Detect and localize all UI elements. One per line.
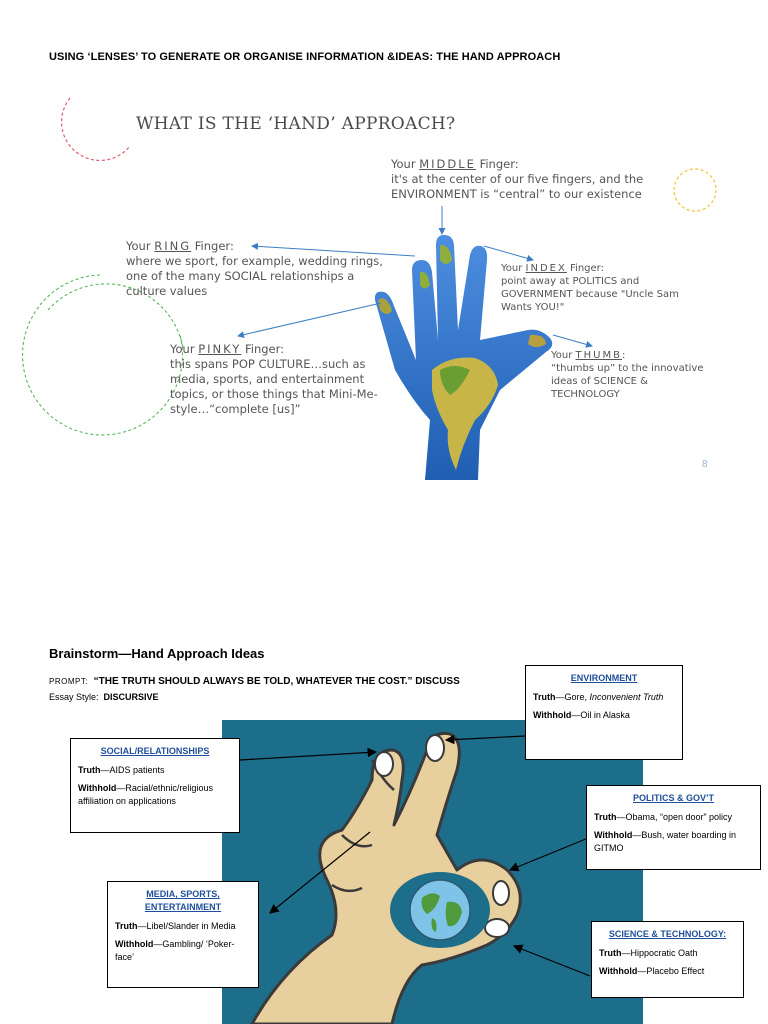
slide-arrows bbox=[237, 206, 593, 348]
index-finger-text: Your INDEX Finger: point away at POLITIC… bbox=[501, 263, 679, 313]
media-sports-entertainment-box: MEDIA, SPORTS, ENTERTAINMENT Truth—Libel… bbox=[107, 881, 259, 988]
continent-fingertip-1 bbox=[420, 271, 430, 289]
globe-land-1 bbox=[421, 893, 440, 914]
arrow-politics bbox=[508, 833, 599, 872]
middle-finger-text: Your MIDDLE Finger: it's at the center o… bbox=[391, 157, 644, 201]
finger-crease-1 bbox=[370, 759, 395, 791]
arrow-ring bbox=[251, 242, 416, 257]
continent-thumb bbox=[528, 334, 546, 347]
essay-style-line: Essay Style: DISCURSIVE bbox=[49, 692, 159, 702]
fingernail-index bbox=[374, 751, 394, 777]
globe-land-2 bbox=[445, 901, 462, 927]
environment-box: ENVIRONMENT Truth—Gore, Inconvenient Tru… bbox=[525, 665, 683, 760]
arrow-social bbox=[239, 747, 378, 761]
red-dashed-arc bbox=[60, 97, 131, 162]
fingernail-middle bbox=[425, 734, 445, 762]
arrow-environment bbox=[444, 734, 526, 745]
continent-green bbox=[440, 366, 470, 395]
globe-hand-image bbox=[374, 235, 553, 480]
page-header: USING ‘LENSES’ TO GENERATE OR ORGANISE I… bbox=[49, 51, 561, 63]
green-dashed-arc-2 bbox=[47, 283, 184, 349]
continent-fingertip-3 bbox=[378, 298, 392, 314]
slide-page-number: 8 bbox=[702, 459, 708, 470]
finger-crease-2 bbox=[341, 834, 373, 848]
arrow-media bbox=[269, 831, 371, 914]
hand-silhouette bbox=[374, 235, 553, 480]
arrow-science bbox=[512, 944, 591, 977]
fingernail-thumb-2 bbox=[484, 918, 510, 938]
fingernail-thumb-1 bbox=[492, 880, 510, 906]
arrow-index bbox=[483, 245, 534, 262]
brainstorm-title: Brainstorm—Hand Approach Ideas bbox=[49, 646, 265, 661]
slide-area bbox=[0, 80, 768, 480]
decorative-circles bbox=[22, 97, 717, 436]
science-technology-box: SCIENCE & TECHNOLOGY: Truth—Hippocratic … bbox=[591, 921, 744, 998]
pinky-finger-text: Your PINKY Finger: this spans POP CULTUR… bbox=[170, 342, 378, 416]
finger-crease-3 bbox=[331, 883, 363, 893]
green-dashed-arc bbox=[22, 274, 184, 436]
globe-icon bbox=[409, 879, 471, 941]
continent-fingertip-2 bbox=[440, 244, 452, 264]
social-relationships-box: SOCIAL/RELATIONSHIPS Truth—AIDS patients… bbox=[70, 738, 240, 833]
thumb-text: Your THUMB: “thumbs up” to the innovativ… bbox=[551, 350, 704, 400]
ring-finger-text: Your RING Finger: where we sport, for ex… bbox=[126, 239, 383, 298]
prompt-line: PROMPT: “THE TRUTH SHOULD ALWAYS BE TOLD… bbox=[49, 676, 460, 687]
globe-land-3 bbox=[431, 918, 437, 932]
arrow-pinky bbox=[237, 302, 382, 339]
slide-title: WHAT IS THE ‘HAND’ APPROACH? bbox=[136, 114, 456, 134]
yellow-dashed-circle bbox=[673, 168, 717, 212]
ok-hand-illustration bbox=[250, 731, 522, 1024]
politics-box: POLITICS & GOV’T Truth—Obama, “open door… bbox=[586, 785, 761, 870]
arrow-thumb bbox=[552, 334, 593, 348]
